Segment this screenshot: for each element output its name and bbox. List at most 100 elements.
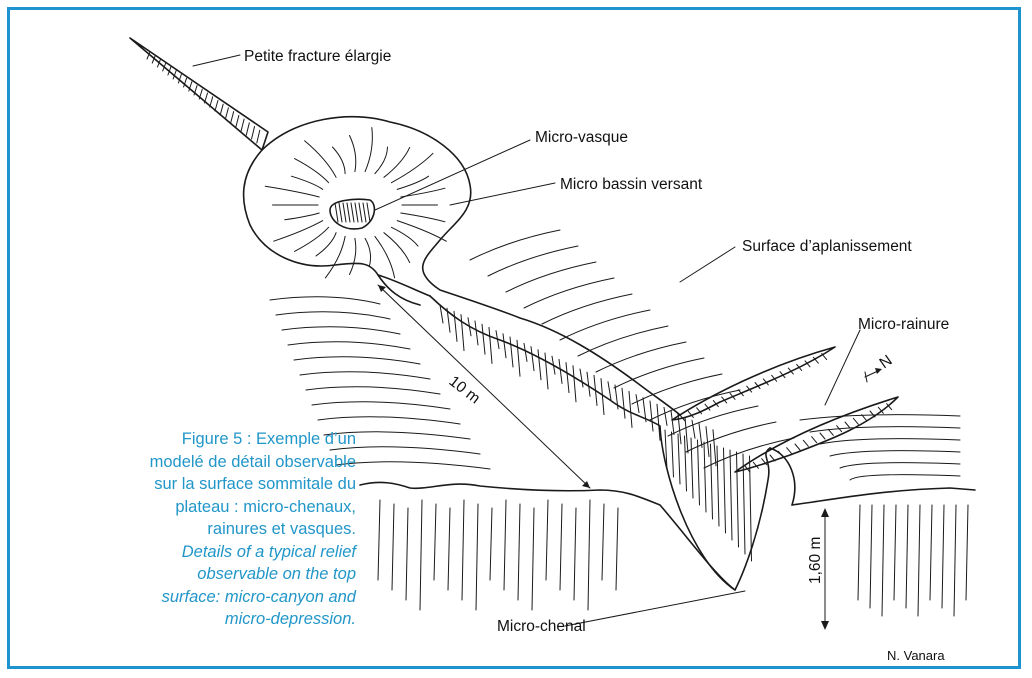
- basin-hatch-line: [305, 141, 337, 178]
- surface-line: [300, 372, 430, 379]
- channel-hatch-line: [587, 372, 590, 396]
- basin-hatch-line: [325, 236, 345, 278]
- caption-en-line: surface: micro-canyon and: [20, 586, 356, 609]
- label-bassin: Micro bassin versant: [560, 176, 703, 193]
- channel-hatch-line: [482, 324, 485, 354]
- caption-en-line: observable on the top: [20, 563, 356, 586]
- label-fracture: Petite fracture élargie: [244, 48, 391, 65]
- north-arrow-icon: [865, 368, 882, 382]
- surface-line: [276, 312, 390, 319]
- channel-hatch-line: [629, 391, 632, 427]
- fracture-hatch-line: [236, 115, 239, 127]
- caption-en-line: Details of a typical relief: [20, 541, 356, 564]
- cliff-line: [588, 500, 590, 610]
- basin-hatch-line: [397, 221, 446, 242]
- rainure-hatch-line: [770, 455, 775, 461]
- surface-line: [306, 387, 440, 394]
- basin-hatch-line: [384, 147, 410, 177]
- channel-hatch-line: [475, 321, 478, 345]
- cliff-line: [602, 504, 604, 580]
- basin-hatch-line: [350, 238, 356, 274]
- surface-line: [336, 462, 490, 469]
- vasque-hatch-line: [343, 203, 346, 222]
- channel-hatch-line: [573, 366, 576, 402]
- cliff-line: [858, 505, 860, 600]
- rainure-hatch-line: [803, 440, 808, 446]
- surface-line: [820, 439, 960, 444]
- basin-hatch-line: [350, 136, 356, 172]
- vasque-hatch-line: [347, 203, 350, 222]
- cliff-line: [434, 504, 436, 580]
- cliff-line: [546, 500, 548, 580]
- surface-line: [840, 463, 960, 468]
- surface-line: [614, 358, 704, 388]
- channel-hatch-line: [510, 337, 513, 367]
- channel-hatch-line: [699, 423, 702, 447]
- channel-hatch-line: [737, 452, 739, 547]
- cliff-line: [882, 505, 884, 616]
- rainure-hatch-line: [787, 448, 792, 454]
- label-vasque: Micro-vasque: [535, 129, 628, 146]
- surface-line: [270, 297, 380, 304]
- length-arrow: [378, 285, 590, 488]
- vasque-drawing: [330, 199, 374, 229]
- cliff-line: [462, 500, 464, 600]
- rainure-drawing: [672, 347, 898, 472]
- cliff-line: [490, 508, 492, 580]
- cliff-line: [378, 500, 380, 580]
- fracture-hatch-line: [257, 130, 260, 143]
- channel-hatch-line: [622, 388, 625, 418]
- basin-hatch-line: [291, 176, 322, 189]
- fracture-hatch-line: [215, 100, 218, 111]
- cliff-line: [574, 508, 576, 600]
- channel-hatch-line: [717, 446, 719, 526]
- cliff-line: [420, 500, 422, 610]
- cliff-line: [942, 505, 944, 608]
- channel-hatch-line: [704, 442, 706, 512]
- channel-hatch-line: [664, 407, 667, 425]
- caption-en-line: micro-depression.: [20, 608, 356, 631]
- surface-line: [800, 415, 960, 420]
- surface-lines: [270, 230, 960, 480]
- fracture-hatch-line: [220, 104, 223, 115]
- fracture-hatch-line: [252, 127, 255, 139]
- label-surface: Surface d’aplanissement: [742, 238, 912, 255]
- surface-line: [488, 246, 578, 276]
- cliff-line: [616, 508, 618, 590]
- vasque-hatch-line: [367, 203, 370, 222]
- caption-fr-line: modelé de détail observable: [20, 451, 356, 474]
- fracture-hatch-line: [225, 108, 228, 119]
- vasque-hatch-line: [355, 203, 358, 222]
- cliff-line: [906, 505, 908, 608]
- surface-line: [850, 475, 960, 480]
- vasque-hatch-line: [339, 203, 342, 222]
- cliff-line: [392, 504, 394, 590]
- channel-hatch-line: [538, 350, 541, 380]
- surface-line: [524, 278, 614, 308]
- caption-fr-line: rainures et vasques.: [20, 518, 356, 541]
- channel-hatch-line: [636, 395, 639, 413]
- label-length: 10 m: [446, 373, 484, 408]
- channel-hatch-line: [711, 444, 713, 519]
- channel-hatch-line: [691, 438, 693, 498]
- basin-hatch-line: [265, 186, 319, 197]
- channel-hatch-line: [531, 347, 534, 371]
- channel-hatch-line: [698, 440, 700, 505]
- surface-line: [288, 342, 410, 349]
- basin-hatch-line: [365, 238, 370, 266]
- vasque-hatch-line: [351, 203, 354, 222]
- basin-hatch-line: [365, 128, 372, 172]
- cliff-line: [476, 504, 478, 610]
- channel-hatch-line: [672, 432, 674, 477]
- basin-hatch-line: [391, 153, 433, 182]
- vasque-hatch-line: [359, 203, 362, 222]
- channel-hatch-line: [503, 334, 506, 358]
- basin-hatch-line: [333, 147, 346, 174]
- channel-hatch-line: [517, 340, 520, 376]
- rainure-hatch-line: [812, 437, 817, 443]
- channel-hatch-line: [650, 401, 653, 431]
- caption-fr-line: plateau : micro-chenaux,: [20, 496, 356, 519]
- surface-line: [830, 451, 960, 456]
- fracture-hatch-line: [231, 112, 234, 123]
- cliff-line: [894, 505, 896, 600]
